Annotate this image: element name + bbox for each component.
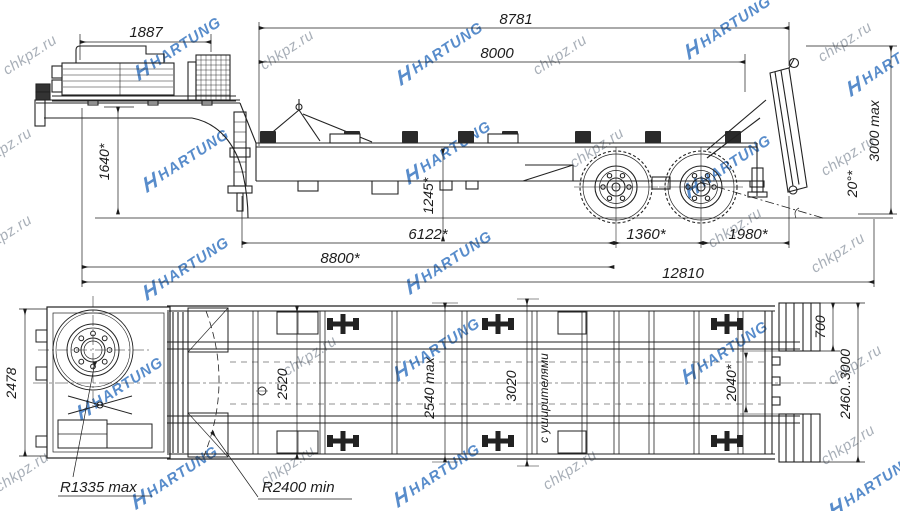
dim-1360-label: 1360* [626, 226, 666, 243]
wheel-axle-2 [659, 147, 743, 248]
dim-2540max-label: 2540 max [421, 356, 437, 419]
dim-1640-label: 1640* [96, 143, 112, 180]
dim-1245-label: 1245* [420, 177, 436, 214]
turntable-plan [38, 296, 152, 408]
dim-2040-label: 2040* [723, 364, 739, 402]
side-view-dimensions [79, 22, 897, 287]
radius-r1335-label: R1335 max [60, 479, 137, 496]
widener-brackets [327, 314, 743, 451]
dim-3000max-label: 3000 max [866, 99, 882, 161]
dim-2478-label: 2478 [3, 367, 19, 399]
dim-8781-label: 8781 [499, 11, 532, 28]
dim-700-label: 700 [812, 315, 828, 339]
dim-3020-label: 3020 [503, 370, 519, 401]
plan-view-dimensions [19, 298, 865, 500]
plan-view-drawing [33, 296, 838, 463]
rear-ramps-plan [771, 302, 821, 463]
wideners-note-label: с уширителями [537, 353, 551, 443]
dim-12810-label: 12810 [662, 265, 704, 282]
radius-r2400-label: R2400 min [262, 479, 335, 496]
dim-1887-label: 1887 [129, 24, 163, 41]
dim-2520-label: 2520 [274, 368, 290, 400]
dim-6122-label: 6122* [408, 226, 448, 243]
dim-8000-label: 8000 [480, 45, 514, 62]
dim-ramp-angle-label: 20°* [844, 170, 860, 198]
dim-1980-label: 1980* [728, 226, 768, 243]
rear-ramp-side [706, 57, 808, 198]
dim-8800-label: 8800* [320, 250, 360, 267]
dimension-labels: 1887 8781 8000 1640* 1245* 6122* 1360* 1… [3, 11, 882, 496]
side-view-drawing [34, 45, 893, 248]
dim-2460-3000-label: 2460..3000 [837, 349, 853, 420]
